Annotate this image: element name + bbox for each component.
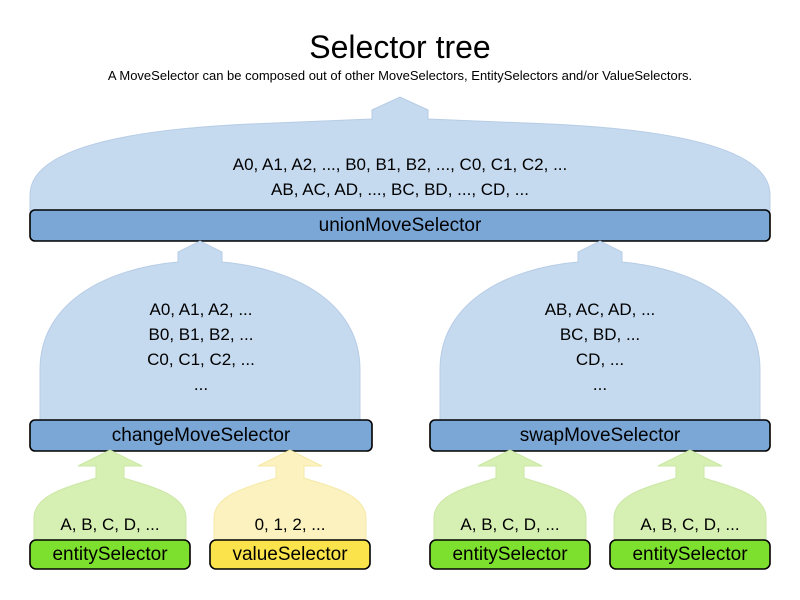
union-move-selector-label-wrap: unionMoveSelector [30, 210, 770, 241]
entity-selector-1-label-wrap: entitySelector [30, 540, 190, 569]
entity-selector-3-balloon [613, 449, 767, 553]
page-title: Selector tree [309, 29, 491, 65]
entity-selector-2-bar[interactable] [429, 539, 591, 570]
value-selector-balloon [213, 449, 367, 553]
swap-move-selector-bar[interactable] [429, 419, 771, 452]
change-move-selector-bar[interactable] [29, 419, 373, 452]
value-selector-label: valueSelector [232, 543, 348, 565]
value-selector-bar[interactable] [209, 539, 371, 570]
value-selector-label-wrap: valueSelector [210, 540, 370, 569]
change-move-selector-label-wrap: changeMoveSelector [30, 420, 372, 451]
page-subtitle: A MoveSelector can be composed out of ot… [107, 68, 693, 83]
entity-selector-2-label-wrap: entitySelector [430, 540, 590, 569]
change-move-selector-label: changeMoveSelector [111, 424, 291, 446]
union-move-selector-bar[interactable] [29, 209, 771, 242]
entity-selector-3-label: entitySelector [632, 543, 748, 565]
union-move-selector-balloon [29, 96, 771, 226]
swap-move-selector-label-wrap: swapMoveSelector [430, 420, 770, 451]
entity-selector-1-label: entitySelector [52, 543, 168, 565]
union-move-selector-label: unionMoveSelector [318, 214, 482, 236]
change-move-selector-balloon [39, 240, 361, 436]
entity-selector-3-label-wrap: entitySelector [610, 540, 770, 569]
swap-move-selector-balloon [439, 240, 761, 436]
entity-selector-3-bar[interactable] [609, 539, 771, 570]
swap-move-selector-label: swapMoveSelector [519, 424, 681, 446]
entity-selector-2-balloon [433, 449, 587, 553]
entity-selector-1-bar[interactable] [29, 539, 191, 570]
entity-selector-1-balloon [33, 449, 187, 553]
entity-selector-2-label: entitySelector [452, 543, 568, 565]
